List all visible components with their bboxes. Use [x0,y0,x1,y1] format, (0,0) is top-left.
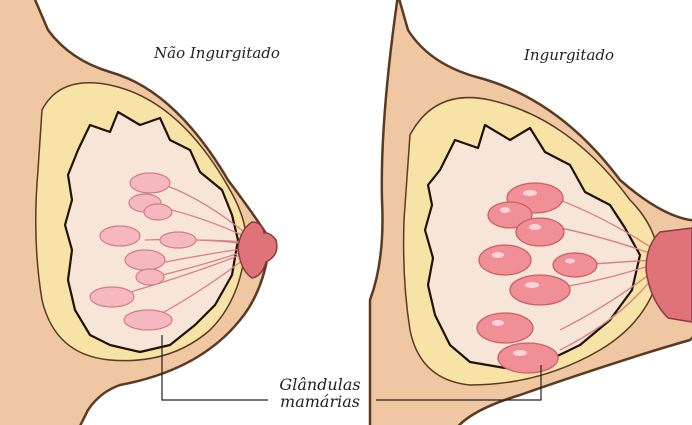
nipple-left [238,222,277,278]
callout-line-1: Glândulas [268,376,372,393]
title-not-engorged: Não Ingurgitado [154,44,280,62]
title-engorged: Ingurgitado [524,46,614,64]
breast-normal [0,0,277,425]
callout-line-2: mamárias [268,393,372,410]
glands-callout-label: Glândulas mamárias [268,376,372,410]
